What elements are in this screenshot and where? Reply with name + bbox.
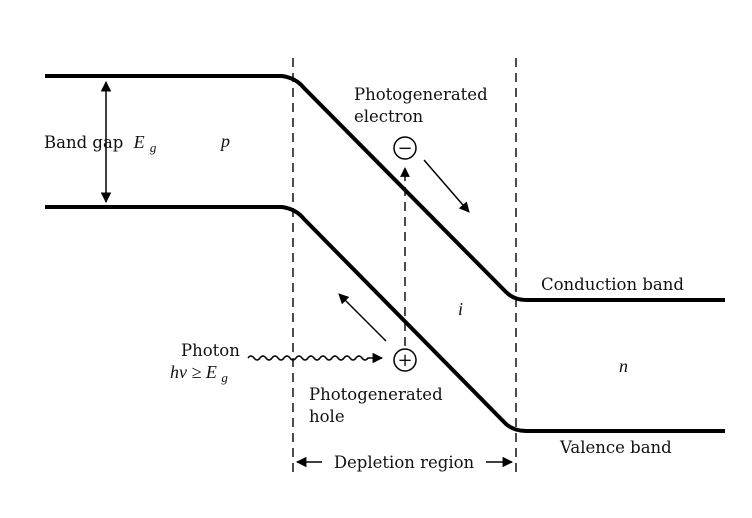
band-gap-subscript: g [150,140,157,155]
hole-sign: + [397,350,412,371]
photogenerated-electron-line2: electron [354,107,423,126]
electron-symbol: − [393,136,417,160]
photogenerated-electron-line1: Photogenerated [354,85,488,104]
valence-band-label: Valence band [559,438,672,457]
depletion-region-label: Depletion region [334,453,475,472]
photon-energy-subscript: g [221,370,228,385]
photogenerated-hole-line2: hole [309,407,345,426]
photogenerated-hole-line1: Photogenerated [309,385,443,404]
photon-wave [247,352,384,364]
n-region-label: n [619,356,628,376]
photon-energy-label: hν ≥ E g [170,362,228,385]
p-region-label: p [219,131,230,151]
band-gap-label: Band gap E g [44,132,157,155]
electron-drift-arrow [423,159,470,213]
band-gap-symbol: E [133,132,145,152]
photon-label: Photon [181,341,240,360]
hole-symbol: + [393,348,417,372]
photon-energy-text: hν ≥ E [170,362,217,382]
band-gap-text: Band gap [44,133,123,152]
hole-drift-arrow [338,293,387,342]
electron-sign: − [397,138,412,159]
i-region-label: i [458,299,463,319]
conduction-band-label: Conduction band [541,275,684,294]
valence-band-edge [45,205,725,433]
